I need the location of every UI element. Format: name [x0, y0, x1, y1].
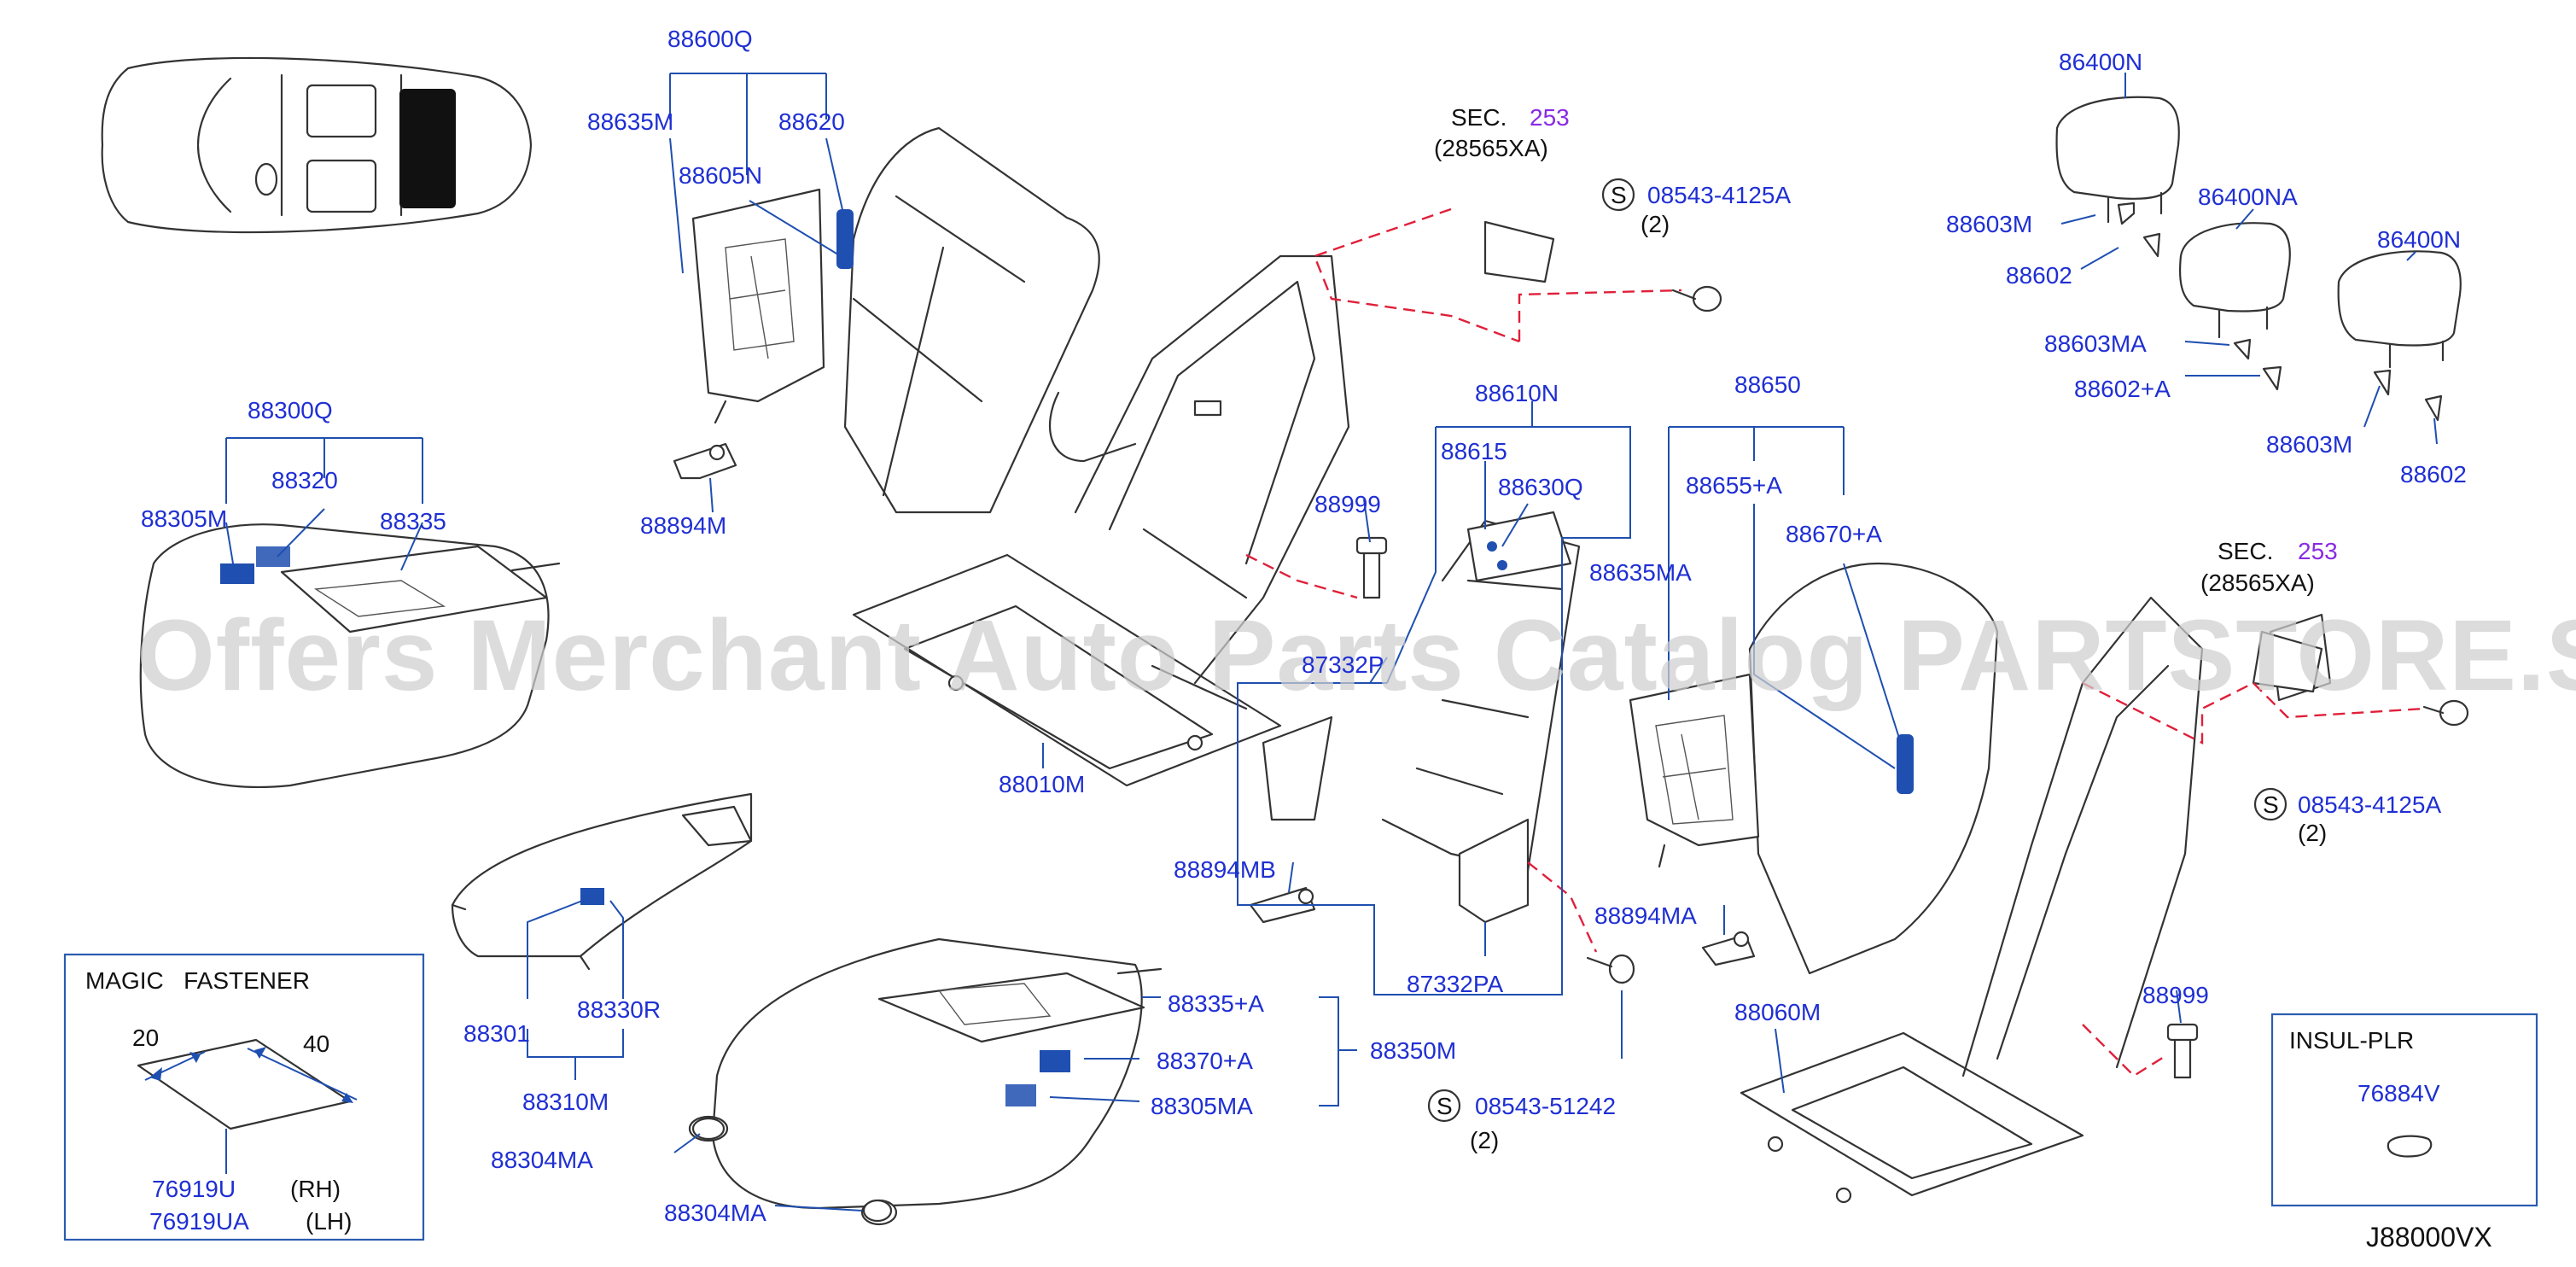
bolt-08543-51242	[1586, 954, 1635, 984]
part-label-76884V[interactable]: 76884V	[2357, 1080, 2440, 1106]
part-label-86400N-b[interactable]: 86400N	[2377, 226, 2461, 253]
qty-label-a: (2)	[1641, 211, 1670, 237]
bolt-08543-4125A-left	[1671, 285, 1722, 312]
part-label-88603M-a[interactable]: 88603M	[1946, 211, 2032, 237]
part-label-88894MA[interactable]: 88894MA	[1594, 902, 1697, 929]
cushion-pad-88310M	[451, 792, 753, 971]
part-label-88602-a[interactable]: 88602	[2006, 262, 2072, 289]
part-label-88060M[interactable]: 88060M	[1734, 999, 1821, 1025]
qty-label-b: (2)	[2298, 820, 2327, 846]
part-label-88304MA-b[interactable]: 88304MA	[664, 1200, 766, 1226]
s-symbol-b-letter: S	[1611, 182, 1627, 208]
sec-label-a-prefix: SEC.	[1451, 104, 1507, 131]
part-label-86400NA[interactable]: 86400NA	[2198, 184, 2298, 210]
s-symbol-b	[1601, 178, 1635, 212]
part-label-87332P[interactable]: 87332P	[1302, 651, 1384, 678]
part-label-88305M[interactable]: 88305M	[141, 505, 227, 532]
bolt-88999-left	[1355, 536, 1388, 599]
part-label-08543-4125A-b[interactable]: 08543-4125A	[2298, 791, 2441, 818]
sec-253-component-left	[1483, 220, 1555, 283]
watermark-text: Offers Merchant Auto Parts Catalog PARTS…	[137, 599, 2576, 712]
s-symbol-c-letter: S	[2263, 791, 2279, 818]
diagram-code: J88000VX	[2366, 1222, 2492, 1252]
car-locator-icon	[101, 56, 533, 234]
seat-back-assembly-left	[673, 126, 1100, 514]
part-label-88335[interactable]: 88335	[380, 508, 446, 534]
part-label-87332PA[interactable]: 87332PA	[1407, 971, 1503, 997]
part-label-88605N[interactable]: 88605N	[679, 162, 762, 189]
s-symbol-a	[1427, 1089, 1461, 1123]
sec-label-a-code: (28565XA)	[1434, 135, 1548, 161]
seat-back-frame-88610N	[1262, 511, 1581, 924]
s-symbol-a-letter: S	[1437, 1093, 1453, 1119]
part-label-88670A[interactable]: 88670+A	[1786, 521, 1882, 547]
part-label-88602-b[interactable]: 88602	[2400, 461, 2467, 488]
rear-seat-highlight	[399, 89, 456, 208]
part-label-88615[interactable]: 88615	[1441, 438, 1507, 464]
part-label-88335A[interactable]: 88335+A	[1168, 990, 1264, 1017]
headrest-guides	[2117, 201, 2443, 422]
part-label-88655A[interactable]: 88655+A	[1686, 472, 1782, 499]
part-label-88620[interactable]: 88620	[778, 108, 845, 135]
part-label-88370A[interactable]: 88370+A	[1157, 1048, 1253, 1074]
seat-frame-88010M	[852, 254, 1350, 787]
insul-plr-title: INSUL-PLR	[2289, 1027, 2414, 1054]
part-label-88635M[interactable]: 88635M	[587, 108, 673, 135]
sec-253-component-right	[2252, 630, 2323, 693]
part-label-88603MA[interactable]: 88603MA	[2044, 330, 2147, 357]
magic-fastener-rh: (RH)	[290, 1176, 341, 1202]
bolt-08543-4125A-right	[2422, 699, 2469, 727]
part-label-08543-4125A-a[interactable]: 08543-4125A	[1647, 182, 1791, 208]
part-labels: 88600Q 88635M 88620 88605N 88894M 88300Q…	[85, 26, 2492, 1252]
part-label-88310M[interactable]: 88310M	[522, 1089, 609, 1115]
sec-link-b[interactable]: 253	[2298, 538, 2338, 564]
part-label-88600Q[interactable]: 88600Q	[667, 26, 753, 52]
part-label-88999-b[interactable]: 88999	[2142, 982, 2209, 1008]
part-label-76919U[interactable]: 76919U	[152, 1176, 236, 1202]
part-label-88610N[interactable]: 88610N	[1475, 380, 1559, 406]
headrest-86400N-left	[2055, 96, 2180, 224]
qty-label-c: (2)	[1470, 1127, 1499, 1153]
magic-fastener-title: MAGIC FASTENER	[85, 967, 310, 994]
part-label-88320[interactable]: 88320	[271, 467, 338, 493]
part-label-86400N-a[interactable]: 86400N	[2059, 49, 2142, 75]
magic-fastener-lh: (LH)	[306, 1208, 352, 1235]
s-symbol-c	[2253, 787, 2288, 821]
part-label-88630Q[interactable]: 88630Q	[1498, 474, 1583, 500]
sec-link-a[interactable]: 253	[1530, 104, 1570, 131]
part-label-88999-a[interactable]: 88999	[1314, 491, 1381, 517]
dashed-reference-lines	[1245, 207, 2425, 1077]
headrest-86400NA	[2178, 222, 2291, 339]
seat-cushion-lower	[688, 937, 1163, 1226]
headrest-86400N-right	[2337, 250, 2462, 369]
seat-back-assembly-right	[1629, 562, 1999, 975]
sec-label-b-prefix: SEC.	[2218, 538, 2273, 564]
bolt-88999-right	[2166, 1023, 2199, 1079]
sec-label-b-code: (28565XA)	[2200, 569, 2315, 596]
part-label-88304MA-a[interactable]: 88304MA	[491, 1147, 593, 1173]
magic-fastener-dim-20: 20	[132, 1025, 159, 1051]
part-label-88350M[interactable]: 88350M	[1370, 1037, 1456, 1064]
part-label-88603M-b[interactable]: 88603M	[2266, 431, 2352, 458]
part-label-88894M[interactable]: 88894M	[640, 512, 726, 539]
part-label-88894MB[interactable]: 88894MB	[1174, 856, 1276, 883]
part-label-88300Q[interactable]: 88300Q	[248, 397, 333, 423]
part-label-88602A[interactable]: 88602+A	[2074, 376, 2171, 402]
part-label-88010M[interactable]: 88010M	[999, 771, 1085, 797]
part-label-88301[interactable]: 88301	[463, 1020, 530, 1047]
magic-fastener-panel	[63, 953, 425, 1241]
part-label-88330R[interactable]: 88330R	[577, 996, 661, 1023]
part-label-88305MA[interactable]: 88305MA	[1151, 1093, 1253, 1119]
part-label-76919UA[interactable]: 76919UA	[149, 1208, 249, 1235]
clip-88304MA	[691, 1117, 893, 1223]
leader-lines	[225, 73, 2438, 1212]
magic-fastener-dim-40: 40	[303, 1031, 329, 1057]
part-label-88635MA[interactable]: 88635MA	[1589, 559, 1692, 586]
insul-plr-panel	[2270, 1013, 2538, 1207]
part-label-08543-51242[interactable]: 08543-51242	[1475, 1093, 1616, 1119]
part-label-88650[interactable]: 88650	[1734, 371, 1801, 398]
